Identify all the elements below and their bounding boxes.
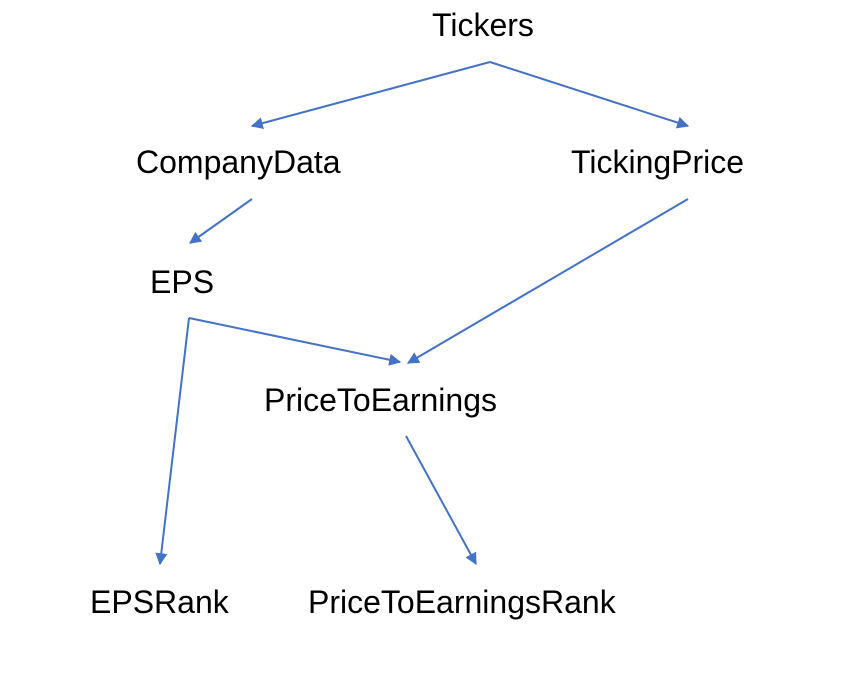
node-tickingprice: TickingPrice [571, 144, 745, 180]
node-epsrank: EPSRank [90, 584, 229, 620]
node-pricetoearnings: PriceToEarnings [264, 382, 497, 418]
node-pricetoearningsrank: PriceToEarningsRank [308, 584, 616, 620]
edge-tickers-to-tickingprice [489, 61, 690, 129]
edge-tickers-to-companydata [250, 61, 491, 129]
edge-companydata-to-eps [189, 198, 253, 244]
edge-pricetoearnings-to-pricetoearningsrank [405, 435, 477, 566]
edge-tickingprice-to-pricetoearnings [406, 198, 689, 364]
edge-eps-to-epsrank [155, 317, 190, 566]
node-companydata: CompanyData [136, 144, 341, 180]
node-tickers: Tickers [432, 7, 534, 43]
edge-eps-to-pricetoearnings [188, 317, 402, 366]
node-eps: EPS [150, 264, 215, 300]
